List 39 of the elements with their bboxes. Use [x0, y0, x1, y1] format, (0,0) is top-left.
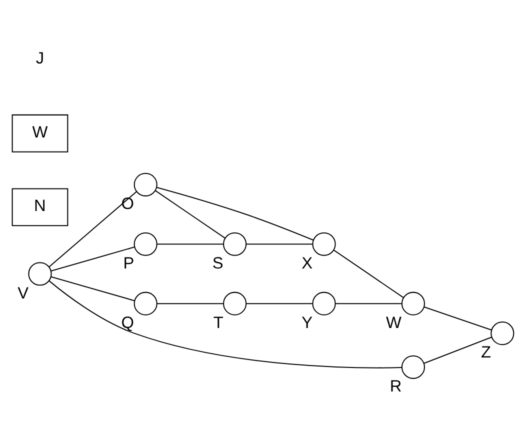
label: J: [36, 48, 44, 67]
connector: [48, 190, 137, 267]
node-label: X: [302, 254, 313, 272]
connector: [424, 336, 492, 364]
node-label: S: [212, 254, 224, 272]
connector: [156, 302, 224, 304]
connector: [333, 249, 404, 298]
node-circle: [490, 321, 514, 345]
node-circle: [134, 291, 158, 315]
node-circle: [134, 232, 158, 256]
node-label: V: [18, 284, 29, 302]
node-label: Q: [121, 313, 134, 332]
node-label: Z: [481, 343, 492, 362]
node-label: W: [386, 313, 402, 332]
connector: [50, 246, 135, 271]
connector: [50, 276, 135, 301]
node-circle: [312, 232, 336, 256]
connector: [155, 190, 226, 238]
node-box: N: [12, 188, 68, 226]
node-circle: [134, 172, 158, 196]
node-box: W: [12, 114, 68, 152]
node-circle: [401, 354, 425, 378]
connector: [246, 243, 313, 244]
node-label: T: [213, 313, 224, 332]
connector: [156, 243, 224, 244]
node-label: Y: [302, 313, 313, 332]
connector: [246, 302, 313, 304]
node-circle: [223, 291, 247, 315]
connector: [424, 306, 492, 330]
connector: [335, 302, 402, 304]
connector: [48, 280, 402, 368]
node-circle: [312, 291, 336, 315]
node-circle: [28, 262, 52, 286]
node-label: O: [121, 194, 134, 213]
node-label: P: [123, 254, 134, 272]
node-label: R: [390, 377, 402, 396]
node-circle: [223, 232, 247, 256]
connector: [156, 186, 314, 240]
node-circle: [401, 291, 425, 315]
